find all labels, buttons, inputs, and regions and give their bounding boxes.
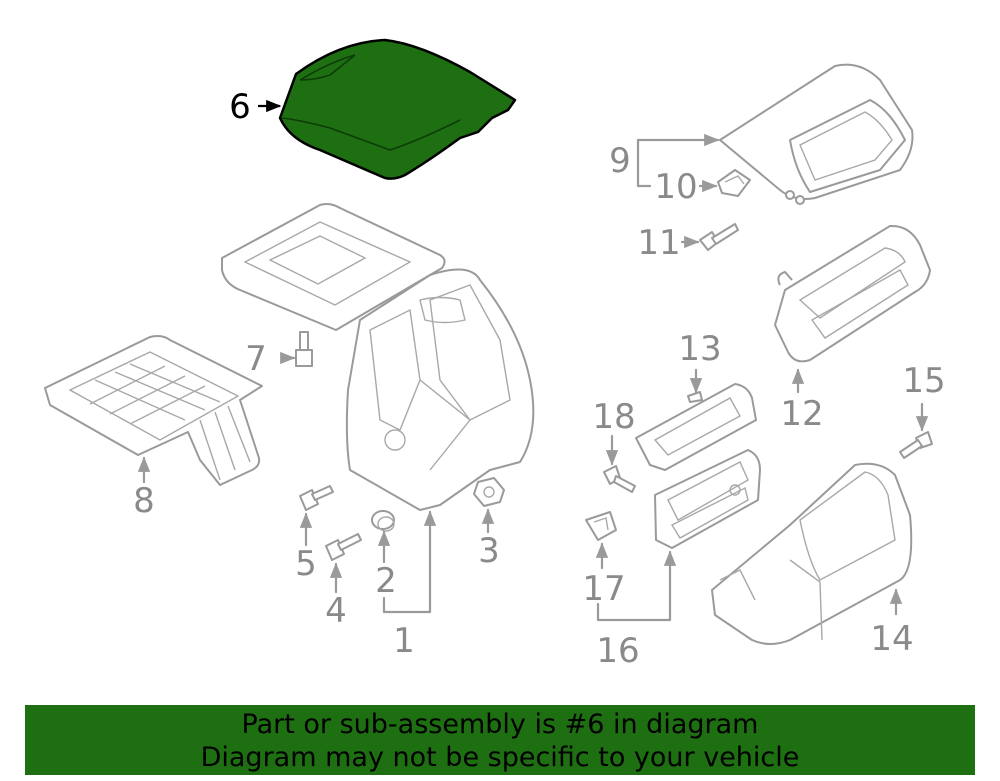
part-13-bezel[interactable] (635, 383, 757, 471)
leader-9-10-bracket (636, 138, 652, 188)
part-10-clip[interactable] (717, 169, 751, 197)
part-15-screw[interactable] (899, 431, 933, 459)
leader-1 (382, 510, 437, 614)
part-12-rear-vent[interactable] (774, 224, 931, 363)
callout-9: 9 (609, 141, 631, 181)
parts-diagram: 6 7 8 5 4 2 3 1 9 10 11 12 13 14 15 16 1… (44, 38, 946, 671)
callout-12: 12 (780, 394, 823, 434)
part-17-clip[interactable] (585, 511, 617, 541)
part-6-armrest-lid[interactable] (278, 38, 517, 180)
callout-8: 8 (133, 481, 155, 521)
part-5-bolt[interactable] (299, 485, 334, 511)
callout-11: 11 (637, 223, 680, 263)
callout-18: 18 (592, 397, 635, 437)
callout-5: 5 (295, 544, 317, 584)
callout-1: 1 (393, 621, 415, 661)
callout-2: 2 (375, 561, 397, 601)
part-18-screw[interactable] (603, 465, 636, 493)
part-14-rear-console[interactable] (711, 462, 913, 645)
part-16-switch-assembly[interactable] (654, 449, 761, 549)
callout-10: 10 (654, 167, 697, 207)
part-11-screw[interactable] (699, 223, 739, 251)
part-3-nut[interactable] (473, 477, 505, 507)
callout-14: 14 (870, 619, 913, 659)
part-1-console-body[interactable] (221, 203, 535, 511)
part-8-floor-tray[interactable] (44, 335, 263, 486)
part-4-bolt[interactable] (325, 533, 362, 561)
callout-16: 16 (596, 631, 639, 671)
part-2-grommet[interactable] (371, 510, 395, 532)
banner-line-2: Diagram may not be specific to your vehi… (200, 742, 800, 773)
info-banner: Part or sub-assembly is #6 in diagram Di… (25, 705, 975, 775)
leader-16 (596, 550, 677, 622)
callout-13: 13 (678, 329, 721, 369)
callout-7: 7 (245, 339, 267, 379)
callout-3: 3 (478, 531, 500, 571)
callout-6: 6 (229, 87, 251, 127)
part-7-bolt[interactable] (295, 331, 313, 367)
callout-17: 17 (582, 569, 625, 609)
callout-4: 4 (325, 591, 347, 631)
part-9-rear-trim[interactable] (719, 63, 914, 205)
callout-15: 15 (902, 361, 945, 401)
banner-line-1: Part or sub-assembly is #6 in diagram (241, 709, 759, 740)
